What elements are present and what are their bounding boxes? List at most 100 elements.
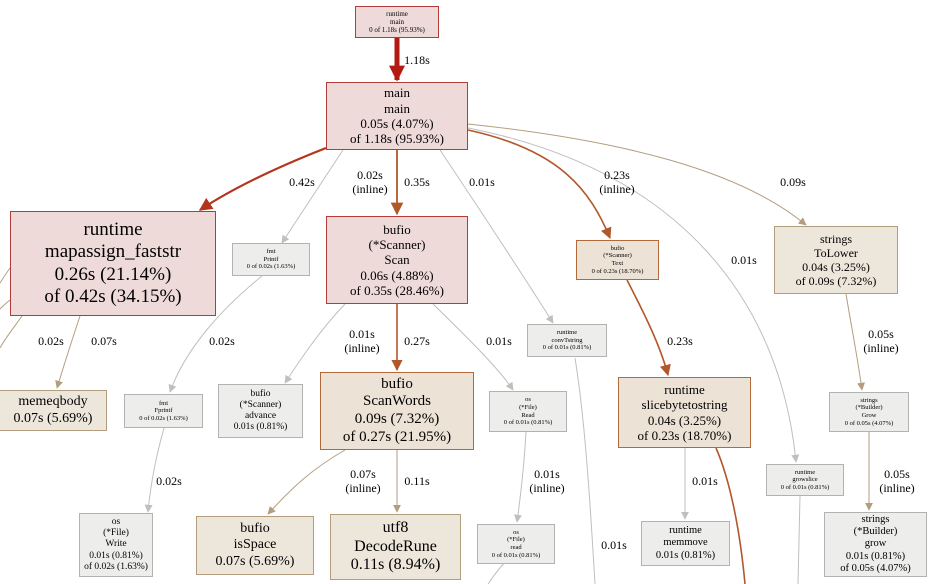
edge-label-mapassign-left: 0.02s <box>38 334 64 348</box>
node-receiver: (*File) <box>507 536 525 544</box>
node-isspace[interactable]: bufio isSpace 0.07s (5.69%) <box>196 516 314 575</box>
node-function: Text <box>611 260 624 267</box>
node-decoderune[interactable]: utf8 DecodeRune 0.11s (8.94%) <box>330 514 461 580</box>
edge-scanwords-to-isspace <box>267 449 346 515</box>
node-function: Fprintf <box>154 407 173 415</box>
edge-label-line: (inline) <box>863 341 899 356</box>
edge-label-runtime-main-to-main: 1.18s <box>404 53 430 67</box>
node-function: Scan <box>384 252 410 268</box>
node-function: memeqbody <box>18 393 88 409</box>
edge-label-line: 0.11s <box>404 474 430 488</box>
node-package: fmt <box>158 399 169 407</box>
node-function: isSpace <box>233 537 277 553</box>
edge-scan-to-read <box>432 303 514 391</box>
node-flat: 0.07s (5.69%) <box>13 410 93 426</box>
node-package: main <box>384 85 410 101</box>
node-cumulative: of 0.42s (34.15%) <box>44 285 182 307</box>
node-convtstring[interactable]: runtime convTstring 0 of 0.01s (0.81%) <box>527 324 607 357</box>
edge-label-line: (inline) <box>529 481 565 496</box>
node-flat: 0.06s (4.88%) <box>360 267 434 283</box>
edge-label-line: 0.02s <box>156 474 182 488</box>
node-flat: 0.26s (21.14%) <box>54 263 172 285</box>
node-function: Write <box>105 539 127 550</box>
node-package: os <box>111 516 121 527</box>
node-package: utf8 <box>382 518 409 536</box>
edge-label-line: 0.01s <box>601 538 627 552</box>
edge-mapassign-left-3 <box>0 315 23 349</box>
edge-label-line: (inline) <box>352 182 388 197</box>
edge-label-line: 0.05s <box>884 467 910 481</box>
node-flat: 0.04s (3.25%) <box>802 260 870 274</box>
node-function: ToLower <box>814 245 858 260</box>
node-flat: 0.11s (8.94%) <box>350 556 441 574</box>
node-cumulative: of 0.02s (1.63%) <box>84 561 148 572</box>
edge-label-line: 0.02s <box>209 334 235 348</box>
node-fmt-fprintf[interactable]: fmt Fprintf 0 of 0.02s (1.63%) <box>124 394 203 428</box>
node-receiver: (*File) <box>519 403 537 411</box>
edge-label-printf-to-fprintf: 0.02s <box>209 334 235 348</box>
node-mapassign-faststr[interactable]: runtime mapassign_faststr 0.26s (21.14%)… <box>10 211 216 316</box>
node-scanner-text[interactable]: bufio (*Scanner) Text 0 of 0.23s (18.70%… <box>576 240 659 280</box>
edge-label-line: 0.07s <box>91 334 117 348</box>
node-package: runtime <box>669 524 702 536</box>
node-function: growslice <box>792 476 818 484</box>
node-cumulative: of 0.35s (28.46%) <box>350 282 444 298</box>
node-package: bufio <box>250 388 271 399</box>
edge-main-to-printf <box>281 149 344 244</box>
node-strings-tolower[interactable]: strings ToLower 0.04s (3.25%) of 0.09s (… <box>774 226 898 294</box>
node-builder-grow[interactable]: strings (*Builder) Grow 0 of 0.05s (4.07… <box>829 392 909 432</box>
edge-label-line: 0.01s <box>731 253 757 267</box>
node-receiver: (*Scanner) <box>603 252 632 260</box>
node-cumulative: 0 of 0.05s (4.07%) <box>844 419 894 427</box>
node-package: runtime <box>794 468 816 476</box>
node-cumulative: 0 of 0.23s (18.70%) <box>591 267 644 275</box>
node-function: DecodeRune <box>354 537 437 555</box>
edge-label-line: 0.01s <box>349 327 375 341</box>
node-package: runtime <box>386 9 408 18</box>
node-function: mapassign_faststr <box>44 241 182 263</box>
node-memmove[interactable]: runtime memmove 0.01s (0.81%) <box>641 521 730 566</box>
node-main-main[interactable]: main main 0.05s (4.07%) of 1.18s (95.93%… <box>326 82 468 150</box>
edge-text-to-slicebytetostring <box>626 279 671 377</box>
edge-label-line: 0.27s <box>404 334 430 348</box>
node-scanwords[interactable]: bufio ScanWords 0.09s (7.32%) of 0.27s (… <box>320 372 474 450</box>
edge-label-line: 0.02s <box>38 334 64 348</box>
edge-label-mapassign-to-memeqbody: 0.07s <box>91 334 117 348</box>
node-slicebytetostring[interactable]: runtime slicebytetostring 0.04s (3.25%) … <box>618 377 751 448</box>
edge-label-read-to-read: 0.01s (inline) <box>529 467 564 496</box>
node-builder-grow-lower[interactable]: strings (*Builder) grow 0.01s (0.81%) of… <box>824 512 927 577</box>
node-file-read[interactable]: os (*File) Read 0 of 0.01s (0.81%) <box>489 391 567 432</box>
edge-label-main-to-convtstring: 0.01s <box>469 175 495 189</box>
edge-label-line: 0.01s <box>486 334 512 348</box>
edge-fprintf-to-write <box>144 427 165 513</box>
edge-mapassign-to-memeqbody <box>55 315 81 389</box>
node-receiver: (*File) <box>103 528 129 539</box>
node-receiver: (*Builder) <box>853 525 898 537</box>
node-flat: 0.07s (5.69%) <box>215 553 295 569</box>
node-cumulative: of 0.23s (18.70%) <box>637 427 732 443</box>
node-fmt-printf[interactable]: fmt Printf 0 of 0.02s (1.63%) <box>232 243 310 276</box>
node-package: bufio <box>610 244 625 252</box>
edge-label-line: 0.01s <box>469 175 495 189</box>
edge-label-main-to-printf: 0.02s (inline) <box>352 168 387 197</box>
node-receiver: (*Builder) <box>855 404 883 412</box>
edge-label-convtstring-down: 0.01s <box>601 538 627 552</box>
node-runtime-main[interactable]: runtime main 0 of 1.18s (95.93%) <box>355 6 439 38</box>
node-package: strings <box>860 396 878 404</box>
node-growslice[interactable]: runtime growslice 0 of 0.01s (0.81%) <box>766 464 844 496</box>
edge-label-line: 0.02s <box>357 168 383 182</box>
node-package: os <box>513 528 519 536</box>
node-file-write[interactable]: os (*File) Write 0.01s (0.81%) of 0.02s … <box>79 513 153 577</box>
node-scanner-scan[interactable]: bufio (*Scanner) Scan 0.06s (4.88%) of 0… <box>326 216 468 304</box>
node-file-read-lower[interactable]: os (*File) read 0 of 0.01s (0.81%) <box>477 524 555 564</box>
edge-label-main-to-growslice: 0.01s <box>731 253 757 267</box>
node-memeqbody[interactable]: memeqbody 0.07s (5.69%) <box>0 390 107 431</box>
node-flat: 0.01s (0.81%) <box>845 550 906 562</box>
edge-label-line: 0.09s <box>780 175 806 189</box>
node-scanner-advance[interactable]: bufio (*Scanner) advance 0.01s (0.81%) <box>218 384 303 438</box>
node-flat: 0.01s (0.81%) <box>655 549 716 561</box>
node-function: advance <box>244 411 277 421</box>
node-flat: 0.05s (4.07%) <box>360 116 434 131</box>
edge-main-to-tolower <box>467 123 807 226</box>
